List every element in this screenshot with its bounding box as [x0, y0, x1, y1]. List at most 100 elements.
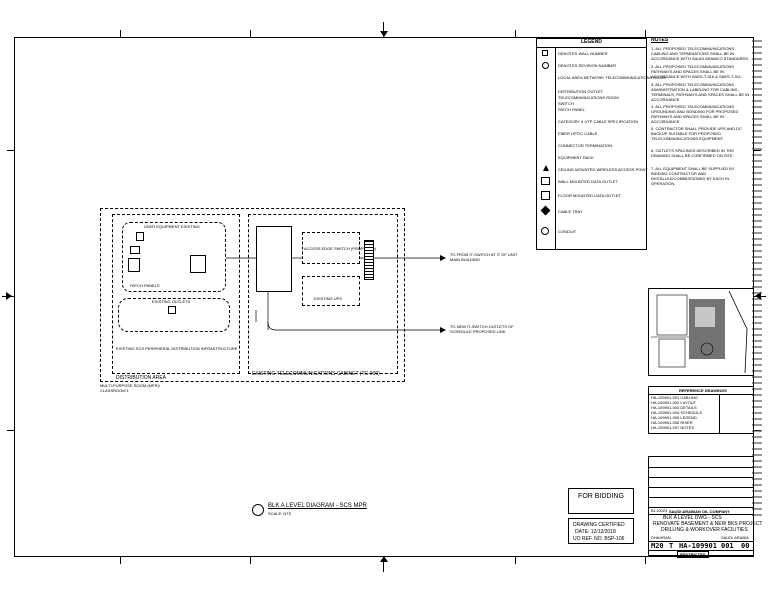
top-tick [250, 30, 251, 37]
bottom-tick [515, 557, 516, 564]
left-arrow-icon [6, 292, 12, 300]
outlet-icon [136, 232, 144, 241]
reference-row: HA-109901-006 RISER [651, 420, 693, 425]
handwritten-annotation [752, 40, 762, 520]
title-line-2: RENOVATE BASEMENT & NEW BKS PROJECT [653, 521, 763, 527]
cabinet-boundary [248, 214, 398, 374]
conduit-icon [541, 227, 549, 235]
note-top: TO FROM IT-SWITCH AT IT OF UNIT MAIN BUI… [450, 252, 518, 262]
note-item: 1. ALL PROPOSED TELECOMMUNICATIONS CABLI… [651, 46, 750, 61]
drawing-certified-stamp: DRAWING CERTIFIED DATE: 12/12/2018 UO RE… [568, 518, 634, 544]
note-item: 5. CONTRACTOR SHALL PROVIDE UPS AND DC B… [651, 126, 742, 141]
drawing-number: HA-109901 [679, 542, 717, 550]
location: DHAHRAN [651, 535, 671, 540]
diagram-scale: SCALE: NTS [268, 511, 292, 516]
ups-block [302, 276, 360, 306]
user-equipment-label: USER EQUIPMENT EXISTING [144, 224, 200, 229]
room-label: MULTI-PURPOSE ROOM (MPR)/ CLASSROOM 1 [100, 383, 160, 393]
existing-outlets-label: EXISTING OUTLETS [152, 299, 191, 304]
floor-outlet-icon [541, 191, 550, 200]
legend-title: LEGEND [581, 39, 602, 45]
for-bidding-stamp: FOR BIDDING [568, 488, 634, 514]
revision-number: 00 [741, 542, 750, 550]
revision-icon [542, 62, 549, 69]
legend-item: CONDUIT [558, 229, 577, 234]
bottom-tick [250, 557, 251, 564]
cabinet-label: EXISTING TELECOMMUNICATIONS CABINET (TC-… [252, 371, 380, 377]
note-item: 6. OUTLETS SPACINGS DESCRIBED IN THE DRA… [651, 148, 734, 158]
top-center-mark [383, 22, 384, 38]
room-boundary [100, 208, 405, 382]
legend-item: CATEGORY 6 UTP CABLE SPECIFICATION [558, 119, 639, 124]
monitor-icon [190, 255, 206, 273]
tray-icon [540, 205, 551, 216]
top-arrow-icon [380, 31, 388, 37]
rack-icon [364, 240, 374, 280]
key-plan-graphic [651, 290, 748, 374]
job-number: BI-10023 [651, 508, 668, 513]
note-bottom: TO NEW IT-SWITCH OUTLETS OF SCHEDULE PRO… [450, 324, 514, 334]
legend-item: LOCAL AREA NETWORK TELECOMMUNICATIONS RO… [558, 75, 666, 80]
title-block: BI-10023 SAUDI ARABIAN OIL COMPANY BLK A… [648, 456, 762, 558]
distribution-area [112, 214, 240, 374]
bottom-tick [120, 557, 121, 564]
legend-item: SWITCH [558, 101, 574, 106]
key-plan [648, 288, 754, 376]
existing-ups-label: EXISTING UPS [314, 296, 343, 301]
legend-symbol-column [555, 47, 556, 250]
sheet-number: 001 [721, 542, 734, 550]
wap-icon [543, 165, 549, 171]
reference-row: HA-109901-001 CABLING [651, 395, 698, 400]
restricted-label: RESTRICTED [677, 551, 709, 558]
legend-item: EQUIPMENT RACK [558, 155, 594, 160]
reference-row: HA-109901-002 LAYOUT [651, 400, 697, 405]
reference-row: HA-109901-007 NOTES [651, 425, 695, 430]
distribution-label: DISTRIBUTION AREA [116, 375, 167, 381]
note-item: 4. ALL PROPOSED TELECOMMUNICATIONS GROUN… [651, 104, 739, 124]
legend-item: FLOOR MOUNTED DATA OUTLET [558, 193, 621, 198]
title-line-3: DRILLING & WORKOVER FACILITIES [661, 527, 748, 533]
reference-row: HA-109901-005 LEGEND [651, 415, 697, 420]
patch-panel-block [256, 226, 292, 292]
reference-title: REFERENCE DRAWINGS [679, 388, 727, 393]
switch-block [302, 232, 360, 264]
bottom-arrow-icon [380, 556, 388, 562]
legend-item: DENOTES REVISION NUMBER [558, 63, 617, 68]
diagram-tag-icon [252, 504, 264, 516]
legend-item: TELECOMMUNICATIONS ROOM [558, 95, 619, 100]
reference-drawings-table: REFERENCE DRAWINGS HA-109901-001 CABLING… [648, 386, 754, 434]
notes-title: NOTES [651, 37, 669, 43]
legend-item: CONNECTOR TERMINATION [558, 143, 613, 148]
legend-item: PATCH PANEL [558, 107, 585, 112]
left-tick [7, 430, 14, 431]
country: SAUDI ARABIA [721, 535, 749, 540]
patch-panels-label: PATCH PANELS [130, 283, 160, 288]
wall-number-icon [542, 50, 548, 56]
top-tick [645, 30, 646, 37]
legend-item: WALL MOUNTED DATA OUTLET [558, 179, 618, 184]
access-switch-label: ACCESS EDGE SWITCH (PROPOSED) [304, 246, 377, 251]
legend-item: FIBER OPTIC CABLE [558, 131, 598, 136]
certified-line-3: UO REF. NO. BSP-106 [573, 536, 625, 542]
index: T [669, 542, 674, 550]
data-outlet-icon [541, 177, 550, 185]
existing-infra-label: EXISTING SCS PERIPHERAL DISTRIBUTION INF… [116, 346, 238, 351]
note-item: 7. ALL EQUIPMENT SHALL BE SUPPLIED BY BI… [651, 166, 735, 186]
legend-item: DISTRIBUTION OUTLET [558, 89, 604, 94]
phone-icon [130, 246, 140, 254]
legend-item: DENOTES WALL NUMBER [558, 51, 608, 56]
company-name: SAUDI ARABIAN OIL COMPANY [669, 509, 730, 514]
bottom-center-mark [383, 556, 384, 572]
outlets-area [118, 298, 230, 332]
plant-code: M20 [651, 542, 664, 550]
top-tick [515, 30, 516, 37]
left-tick [7, 150, 14, 151]
certified-line-2: DATE: 12/12/2018 [575, 529, 616, 535]
top-tick [120, 30, 121, 37]
note-item: 3. ALL PROPOSED TELECOMMUNICATIONS ADMIN… [651, 82, 750, 102]
certified-line-1: DRAWING CERTIFIED [573, 522, 625, 528]
user-equipment-area [122, 222, 226, 292]
reference-row: HA-109901-003 DETAILS [651, 405, 697, 410]
computer-icon [128, 258, 140, 272]
bottom-tick [645, 557, 646, 564]
